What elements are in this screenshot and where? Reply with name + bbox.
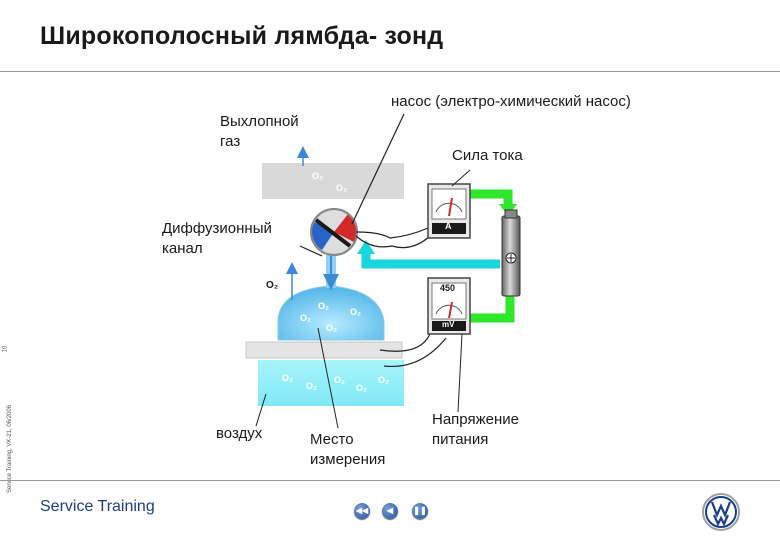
supply-label: Напряжение питания <box>432 411 519 448</box>
voltmeter-value: 450 <box>440 283 456 293</box>
current-arrow <box>470 189 513 206</box>
pump-label: насос (электро-химический насос) <box>391 93 631 110</box>
battery <box>501 209 521 297</box>
air-leader <box>255 393 267 427</box>
supply-arrow <box>466 296 515 323</box>
exhaust-label: Выхлопной газ <box>220 113 299 150</box>
voltmeter <box>427 277 471 335</box>
supply-leader <box>457 333 463 413</box>
diffusion-label: Диффузионный канал <box>162 220 272 257</box>
o2-air-1: O₂ <box>282 373 293 383</box>
exhaust-gas-zone <box>262 163 404 199</box>
o2-chamber-1: O₂ <box>318 301 329 311</box>
o2-air-5: O₂ <box>378 375 389 385</box>
voltmeter-unit: mV <box>442 320 455 329</box>
diffusion-leader <box>299 245 323 257</box>
o2-exhaust-2: O₂ <box>336 183 347 193</box>
footer-brand-text: Service Training <box>40 498 155 515</box>
o2-exhaust-1: O₂ <box>312 171 323 181</box>
air-label: воздух <box>216 425 263 442</box>
page-title: Широкополосный лямбда- зонд <box>40 22 444 50</box>
previous-button[interactable]: ◀ <box>382 503 398 519</box>
o2-air-4: O₂ <box>356 383 367 393</box>
measure-label: Место измерения <box>310 431 386 468</box>
current-label: Сила тока <box>452 147 523 164</box>
current-leader <box>451 169 471 187</box>
back-button[interactable]: ◀◀ <box>354 503 370 519</box>
o2-chamber-2: O₂ <box>350 307 361 317</box>
o2-air-2: O₂ <box>306 381 317 391</box>
air-chamber <box>258 360 404 406</box>
o2-air-3: O₂ <box>334 375 345 385</box>
pump-leader <box>351 113 405 225</box>
vw-logo-icon <box>702 493 740 531</box>
footer-divider <box>0 480 780 481</box>
o2-chamber-3: O₂ <box>300 313 311 323</box>
pump-return-arrow <box>361 252 500 269</box>
o2-released: O₂ <box>266 280 279 291</box>
ammeter <box>427 183 471 239</box>
header-divider <box>0 71 780 72</box>
pause-button[interactable]: ❚❚ <box>412 503 428 519</box>
ammeter-unit: A <box>445 221 452 231</box>
measure-leader <box>317 327 339 429</box>
o2-chamber-4: O₂ <box>326 323 337 333</box>
